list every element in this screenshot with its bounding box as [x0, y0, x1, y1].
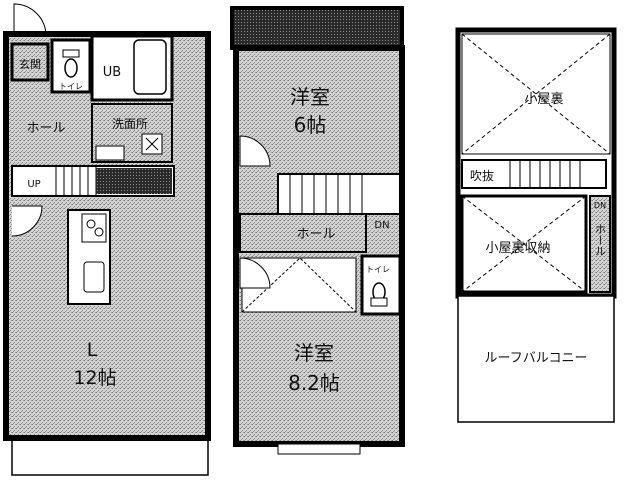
entrance-area [10, 42, 50, 82]
bath-label: UB [103, 65, 121, 80]
second-toilet-tank-icon [370, 297, 388, 307]
western-a-door-swing [239, 135, 271, 167]
washing-machine-cross-icon [145, 137, 159, 151]
first-floor-stair-dark-band [96, 168, 172, 194]
toilet-label: トイレ [59, 82, 83, 91]
first-hall-label: ホール [26, 121, 65, 136]
second-floor-stair-treads [289, 174, 363, 214]
western-b-door-swing [239, 257, 271, 289]
living-door-swing [11, 205, 43, 237]
sink-icon [95, 145, 125, 161]
western-a-label: 洋室 [290, 85, 330, 109]
attic-storage-cross [461, 195, 587, 293]
toilet-tank-icon [62, 49, 80, 58]
third-hall-label: ホール [594, 223, 607, 256]
attic-label: 小屋裏 [524, 92, 563, 107]
burner-icon [94, 227, 104, 237]
entrance-door-swing [13, 3, 47, 37]
void-label: 吹抜 [470, 169, 494, 183]
second-floor-balcony [230, 6, 404, 50]
roof-balcony [457, 295, 615, 423]
second-hall-label: ホール [296, 227, 335, 242]
entrance-label: 玄関 [19, 57, 41, 71]
toilet-icon [64, 58, 78, 78]
attic-storage-label: 小屋裏収納 [485, 241, 550, 256]
third-floor-hall [589, 195, 611, 293]
void-area [461, 159, 607, 189]
first-floor-balcony [11, 436, 209, 476]
second-floor-window [277, 443, 361, 455]
second-dn-label: DN [374, 220, 389, 231]
bathtub-icon [133, 39, 167, 95]
roof-balcony-label: ルーフバルコニー [485, 351, 588, 366]
western-a-size-label: 6帖 [294, 113, 327, 137]
kitchen-sink-icon [83, 261, 105, 293]
western-b-label: 洋室 [294, 341, 334, 365]
second-floor: 洋室 6帖 ホール DN トイレ 洋室 8.2帖 [230, 6, 405, 455]
third-dn-label: DN [594, 201, 606, 210]
stair-up-label: UP [27, 179, 40, 190]
living-label: L [87, 339, 98, 361]
first-floor: 玄関 トイレ UB 洗面所 ホール UP [3, 3, 211, 476]
attic-cross [461, 33, 611, 155]
third-floor: 小屋裏 吹抜 小屋裏収納 DN ホール ルーフバルコニー [455, 27, 617, 423]
closet-cross [241, 257, 357, 313]
second-floor-hall [239, 213, 367, 253]
western-b-size-label: 8.2帖 [288, 371, 340, 395]
washroom-label: 洗面所 [112, 117, 148, 131]
burner-icon [86, 219, 96, 229]
living-size-label: 12帖 [73, 367, 116, 389]
second-toilet-label: トイレ [366, 265, 390, 274]
third-floor-stair-treads [509, 160, 581, 188]
cooktop-icon [81, 213, 107, 243]
second-floor-stairs [277, 173, 401, 215]
